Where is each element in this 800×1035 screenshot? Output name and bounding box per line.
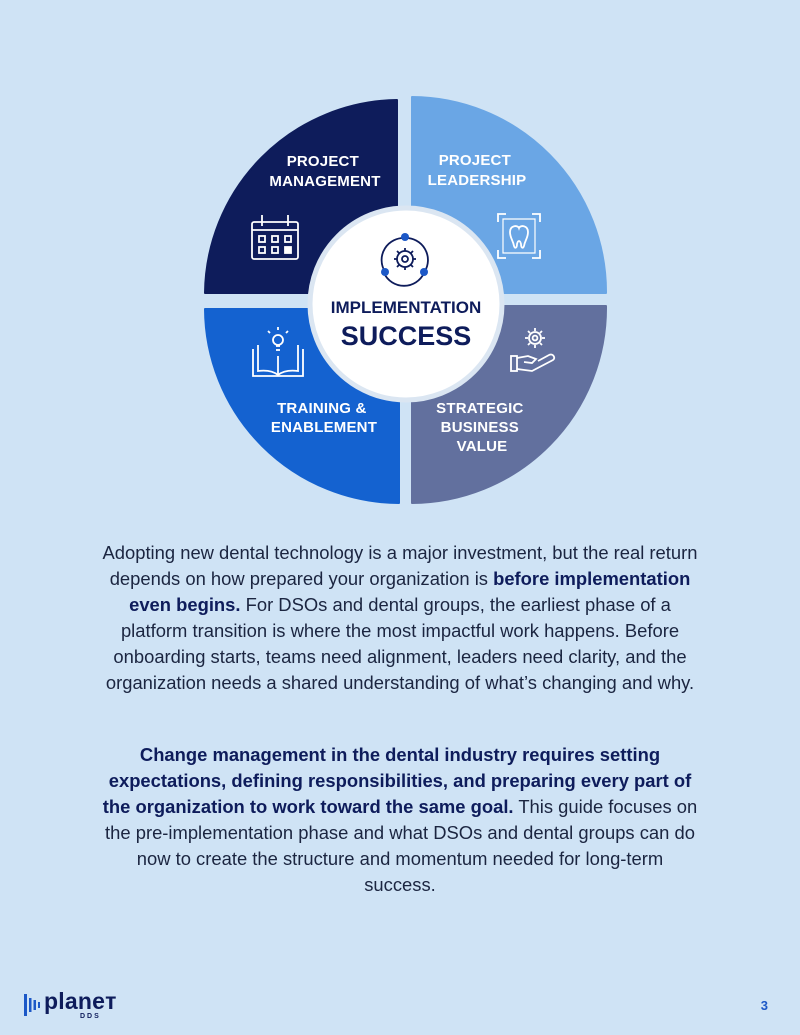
page-number: 3 — [760, 998, 768, 1013]
center-title-line1: IMPLEMENTATION — [331, 298, 481, 317]
logo-wordmark: planeт — [44, 988, 117, 1014]
guide-paragraph: Change management in the dental industry… — [100, 742, 700, 898]
intro-text-bold: before implementation even begins. — [129, 568, 691, 615]
guide-text-end: This guide focuses on the pre-implementa… — [105, 796, 698, 895]
gear-cycle-icon — [380, 233, 429, 287]
hand-gear-icon — [510, 328, 556, 372]
logo-subtitle: DDS — [80, 1013, 101, 1020]
logo-bars-icon — [24, 994, 40, 1016]
center-circle — [307, 205, 505, 403]
implementation-diagram: PROJECT MANAGEMENT PROJECT LEADERSHIP TR… — [204, 96, 608, 504]
intro-paragraph: Adopting new dental technology is a majo… — [100, 540, 700, 696]
center-title-line2: SUCCESS — [341, 321, 472, 351]
planet-dds-logo: planeт DDS — [24, 988, 144, 1022]
intro-text-end: For DSOs and dental groups, the earliest… — [105, 594, 695, 693]
guide-text-bold: Change management in the dental industry… — [102, 744, 692, 817]
intro-text-start: Adopting new dental technology is a majo… — [102, 542, 698, 589]
tooth-frame-icon — [497, 213, 541, 259]
quadrant-label-project-management: PROJECT MANAGEMENT — [269, 153, 380, 190]
book-lightbulb-icon — [252, 327, 304, 377]
calendar-icon — [251, 215, 299, 260]
quadrant-label-training-enablement: TRAINING & ENABLEMENT — [271, 400, 377, 436]
quadrant-label-strategic-business-value: STRATEGIC BUSINESS VALUE — [436, 400, 528, 455]
quadrant-label-project-leadership: PROJECT LEADERSHIP — [428, 152, 527, 189]
